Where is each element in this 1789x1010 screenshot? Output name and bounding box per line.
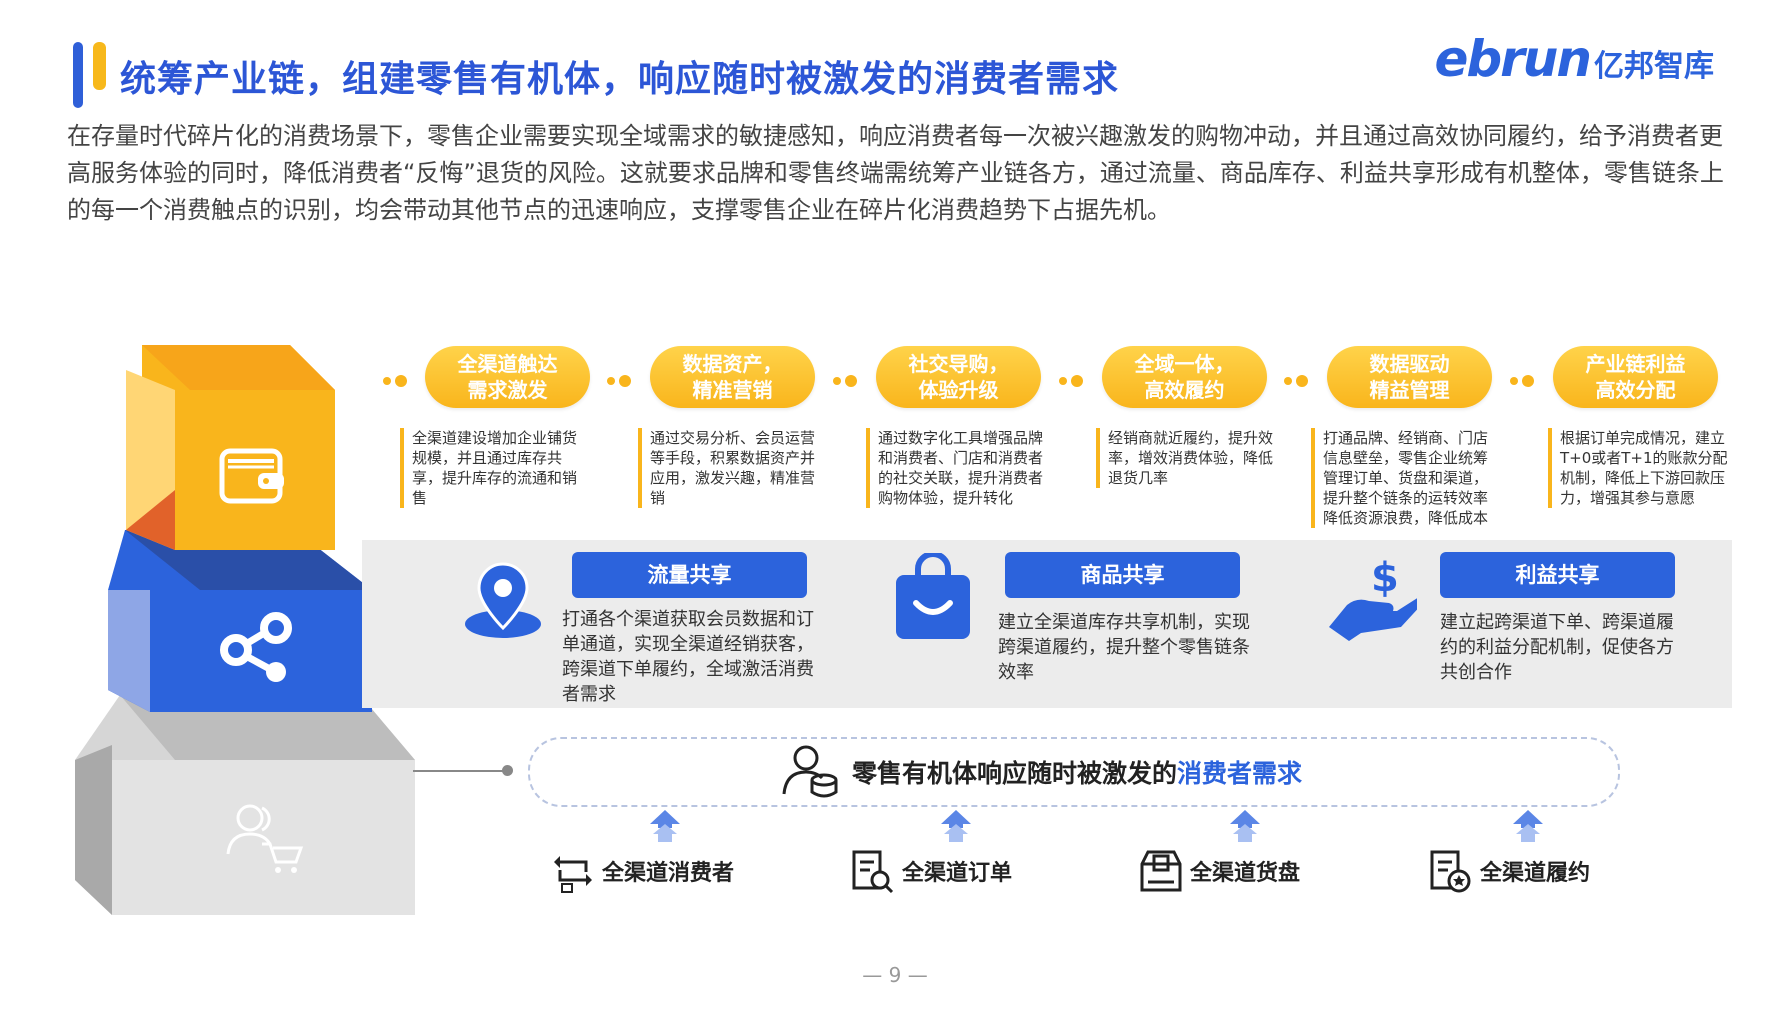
fulfillment-doc-icon <box>1430 850 1471 893</box>
shopping-bag-icon <box>896 553 970 639</box>
logo-en-text: ebrun <box>1434 30 1592 88</box>
step-pill: 全域一体，高效履约 <box>1102 346 1267 408</box>
step-dots <box>1059 370 1087 389</box>
intro-paragraph: 在存量时代碎片化的消费场景下，零售企业需要实现全域需求的敏捷感知，响应消费者每一… <box>67 122 1724 224</box>
title-accent-bar-blue <box>73 42 83 108</box>
inventory-box-icon <box>1140 850 1182 892</box>
step-pill: 产业链利益高效分配 <box>1553 346 1718 408</box>
connector-line <box>413 770 508 772</box>
bottom-item-inventory: 全渠道货盘 <box>1138 848 1300 894</box>
wallet-icon <box>219 448 284 504</box>
share-title-benefit: 利益共享 <box>1440 552 1675 598</box>
title-accent-bar-yellow <box>93 42 106 90</box>
step-pill: 全渠道触达需求激发 <box>425 346 590 408</box>
step-description: 通过交易分析、会员运营等手段，积累数据资产并应用，激发兴趣，精准营销 <box>638 428 822 508</box>
step-description: 经销商就近履约，提升效率，增效消费体验，降低退货几率 <box>1096 428 1280 488</box>
demand-highlight: 消费者需求 <box>1177 759 1303 788</box>
users-cart-icon <box>226 804 304 873</box>
order-search-icon <box>852 850 894 894</box>
up-arrow-icon <box>1230 810 1260 842</box>
demand-prefix: 零售有机体响应随时被激发的 <box>852 759 1178 788</box>
demand-text: 零售有机体响应随时被激发的消费者需求 <box>852 754 1302 790</box>
step-dots <box>607 370 635 389</box>
consumer-coins-icon <box>782 745 838 798</box>
money-hand-icon: $ <box>1329 555 1417 641</box>
bottom-item-label: 全渠道订单 <box>902 861 1013 886</box>
svg-text:$: $ <box>1371 555 1399 601</box>
connector-dot <box>502 765 513 776</box>
share-description: 建立起跨渠道下单、跨渠道履约的利益分配机制，促使各方共创合作 <box>1440 612 1674 683</box>
page-number: — 9 — <box>862 963 928 987</box>
share-nodes-icon <box>220 612 292 682</box>
share-description: 打通各个渠道获取会员数据和订单通道，实现全渠道经销获客，跨渠道下单履约，全域激活… <box>562 609 814 705</box>
page-title: 统筹产业链，组建零售有机体，响应随时被激发的消费者需求 <box>120 59 1120 100</box>
bottom-item-label: 全渠道消费者 <box>602 861 735 886</box>
bottom-item-label: 全渠道货盘 <box>1190 861 1301 886</box>
stacked-boxes-illustration <box>75 345 415 915</box>
logo-cn-text: 亿邦智库 <box>1594 49 1714 84</box>
step-description: 根据订单完成情况，建立T+0或者T+1的账款分配机制，降低上下游回款压力，增强其… <box>1548 428 1732 508</box>
step-dots <box>833 370 861 389</box>
location-pin-icon <box>465 562 541 638</box>
up-arrow-icon <box>941 810 971 842</box>
step-description: 全渠道建设增加企业铺货规模，并且通过库存共享，提升库存的流通和销售 <box>400 428 584 508</box>
bottom-item-fulfillment: 全渠道履约 <box>1428 848 1590 894</box>
up-arrow-icon <box>1513 810 1543 842</box>
bottom-item-order: 全渠道订单 <box>850 848 1012 894</box>
demand-banner <box>528 737 1620 807</box>
bottom-item-label: 全渠道履约 <box>1480 861 1591 886</box>
step-dots <box>1510 370 1538 389</box>
share-description: 建立全渠道库存共享机制，实现跨渠道履约，提升整个零售链条效率 <box>998 612 1250 683</box>
consumer-cycle-icon <box>554 856 592 893</box>
bottom-item-consumer: 全渠道消费者 <box>550 848 734 894</box>
step-dots <box>1284 370 1312 389</box>
step-dots <box>383 370 411 389</box>
up-arrow-icon <box>650 810 680 842</box>
step-pill: 数据驱动精益管理 <box>1327 346 1492 408</box>
step-pill: 数据资产，精准营销 <box>650 346 815 408</box>
step-description: 打通品牌、经销商、门店信息壁垒，零售企业统筹管理订单、货盘和渠道，提升整个链条的… <box>1311 428 1495 528</box>
step-description: 通过数字化工具增强品牌和消费者、门店和消费者的社交关联，提升消费者购物体验，提升… <box>866 428 1050 508</box>
share-title-traffic: 流量共享 <box>572 552 807 598</box>
share-title-goods: 商品共享 <box>1005 552 1240 598</box>
step-pill: 社交导购，体验升级 <box>876 346 1041 408</box>
